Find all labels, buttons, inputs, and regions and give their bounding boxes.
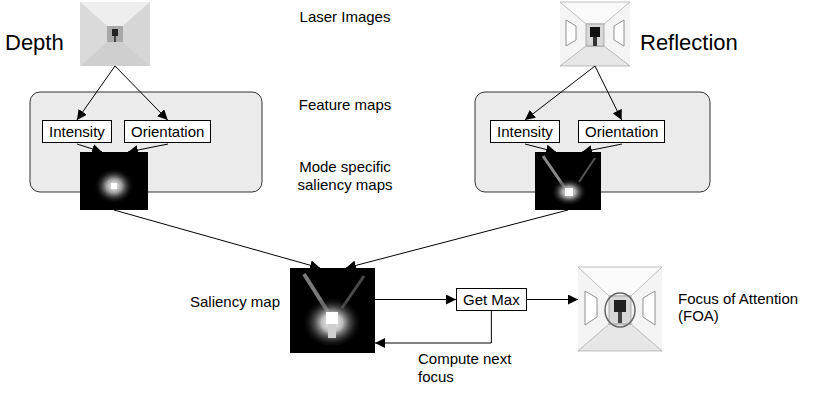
depth-image bbox=[80, 2, 150, 66]
section-label: Feature maps bbox=[280, 96, 410, 114]
mode-saliency-image bbox=[80, 152, 148, 210]
connector-arrow bbox=[527, 299, 578, 300]
process-box: Orientation bbox=[578, 120, 665, 143]
feature-arrow bbox=[525, 144, 556, 152]
image-caption: Saliency map bbox=[190, 293, 288, 310]
process-box: Intensity bbox=[42, 120, 112, 143]
process-box: Intensity bbox=[490, 120, 560, 143]
image-panel: Saliency map bbox=[290, 268, 375, 353]
section-label: Laser Images bbox=[280, 8, 410, 26]
image-caption: Focus of Attention (FOA) bbox=[678, 290, 818, 325]
mode-saliency-image bbox=[535, 152, 601, 210]
process-box: Orientation bbox=[124, 120, 211, 143]
process-box: Get Max bbox=[456, 288, 527, 311]
connector-label: Compute next focus bbox=[418, 350, 530, 386]
box-label: Intensity bbox=[497, 123, 553, 140]
image-panel: Focus of Attention (FOA) bbox=[578, 267, 662, 351]
feature-arrow bbox=[77, 144, 102, 152]
connector-arrow bbox=[77, 66, 115, 120]
section-label: Mode specific saliency maps bbox=[286, 158, 404, 194]
box-label: Intensity bbox=[49, 123, 105, 140]
image-panel: Depth bbox=[80, 2, 150, 66]
feature-arrow bbox=[582, 144, 622, 152]
saliency-map-image bbox=[290, 268, 375, 353]
reflection-image bbox=[560, 2, 630, 66]
connector-arrow bbox=[595, 66, 622, 120]
box-label: Orientation bbox=[585, 123, 658, 140]
merge-arrow bbox=[346, 210, 568, 268]
connector-arrow bbox=[525, 66, 595, 120]
image-caption: Reflection bbox=[640, 30, 760, 55]
box-label: Orientation bbox=[131, 123, 204, 140]
box-label: Get Max bbox=[463, 291, 520, 308]
connector-arrow bbox=[375, 311, 491, 343]
connector-arrow bbox=[375, 299, 456, 300]
image-panel: Reflection bbox=[560, 2, 630, 66]
feature-arrow bbox=[128, 144, 168, 152]
image-caption: Depth bbox=[5, 30, 77, 55]
connector-arrow bbox=[115, 66, 168, 120]
foa-image bbox=[578, 267, 662, 351]
merge-arrow bbox=[114, 210, 320, 268]
